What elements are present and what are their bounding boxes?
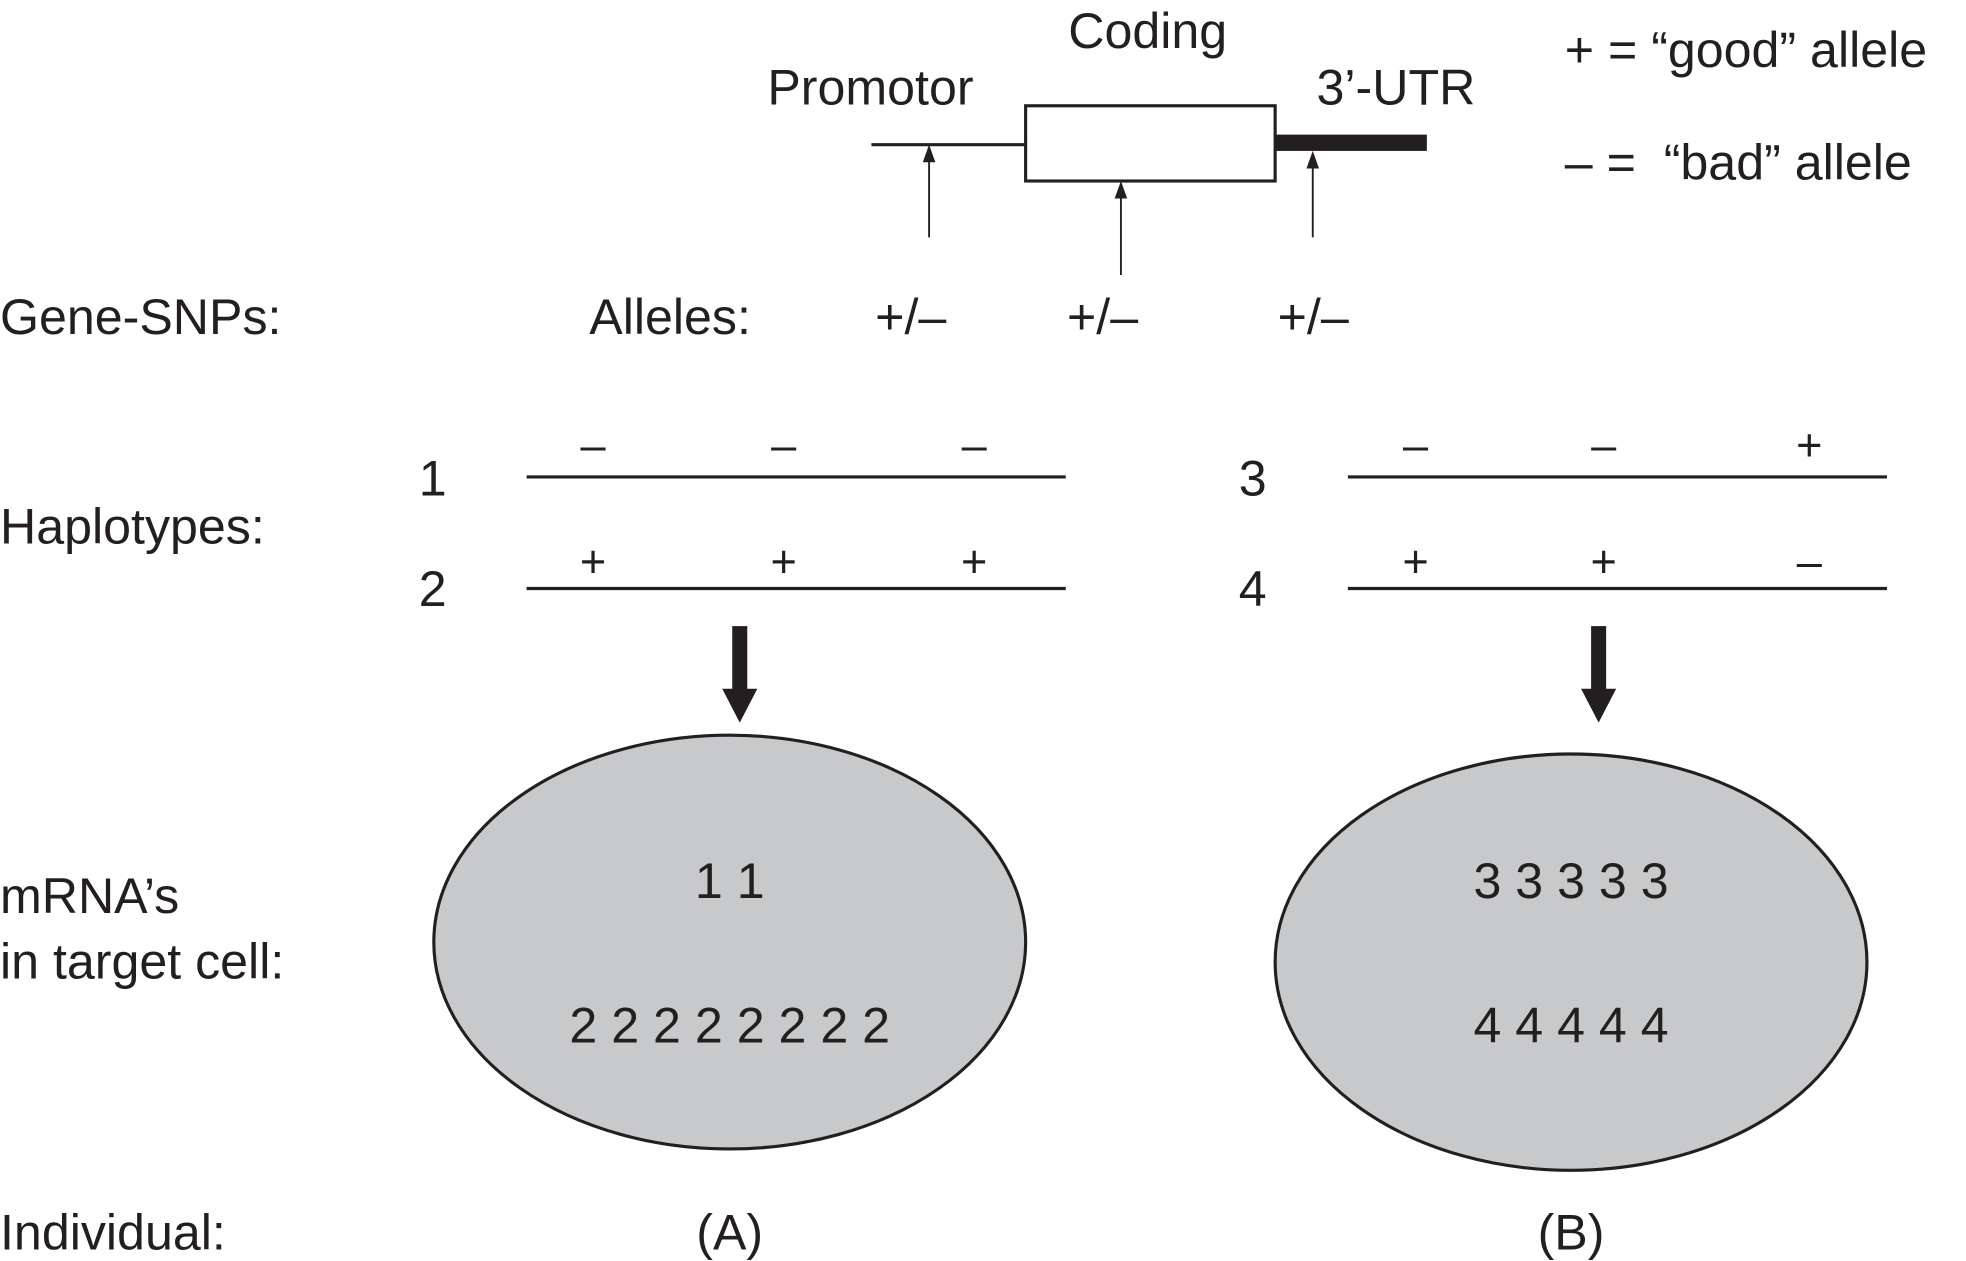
target-cell-a [432,733,1028,1151]
legend-bad: – = “bad” allele [1565,135,1912,191]
mrna-haplotype-3: 3 3 3 3 3 [1473,853,1668,909]
target-cell-b [1273,752,1869,1172]
haplotype-id: 3 [1239,451,1267,507]
allele-sign: – [962,420,988,471]
utr-bar [1275,134,1427,151]
allele-sign: – [1591,420,1617,471]
allele-sign: + [1590,536,1616,587]
allele-sign: – [581,420,607,471]
coding-box [1024,104,1277,183]
allele-sign: + [1796,420,1822,471]
haplotype-3: 3 – – + [1239,420,1888,507]
allele-sign: – [1797,536,1823,587]
mrna-label-line2: in target cell: [0,933,284,989]
gene-snps-label: Gene-SNPs: [0,289,281,345]
snp-arrow-coding [1114,181,1128,276]
haplotype-4: 4 + + – [1239,536,1888,617]
promotor-label: Promotor [767,60,973,116]
haplotype-id: 2 [419,561,447,617]
snp-arrow-utr [1306,150,1320,238]
haplotype-2: 2 + + + [419,536,1066,617]
allele-sign: + [770,536,796,587]
allele-value: +/– [1067,289,1138,345]
allele-sign: + [961,536,987,587]
utr-label: 3’-UTR [1317,60,1476,116]
haplotype-id: 1 [419,451,447,507]
expression-arrow-b [1581,626,1617,723]
allele-sign: – [771,420,797,471]
allele-sign: + [1402,536,1428,587]
snp-arrow-promotor [922,144,936,238]
allele-sign: – [1403,420,1429,471]
allele-sign: + [580,536,606,587]
coding-label: Coding [1068,3,1227,59]
haplotype-1: 1 – – – [419,420,1066,507]
individual-b: (B) [1538,1204,1605,1260]
haplotype-id: 4 [1239,561,1267,617]
mrna-haplotype-2: 2 2 2 2 2 2 2 2 [569,997,890,1053]
legend-good: + = “good” allele [1565,22,1927,78]
allele-value: +/– [1278,289,1349,345]
mrna-label-line1: mRNA’s [0,868,179,924]
expression-arrow-a [722,626,758,723]
alleles-label: Alleles: [589,289,751,345]
mrna-haplotype-4: 4 4 4 4 4 [1473,997,1668,1053]
haplotypes-label: Haplotypes: [0,498,265,554]
mrna-haplotype-1: 1 1 [695,853,765,909]
individual-label: Individual: [0,1204,226,1260]
allele-value: +/– [875,289,946,345]
individual-a: (A) [696,1204,763,1260]
